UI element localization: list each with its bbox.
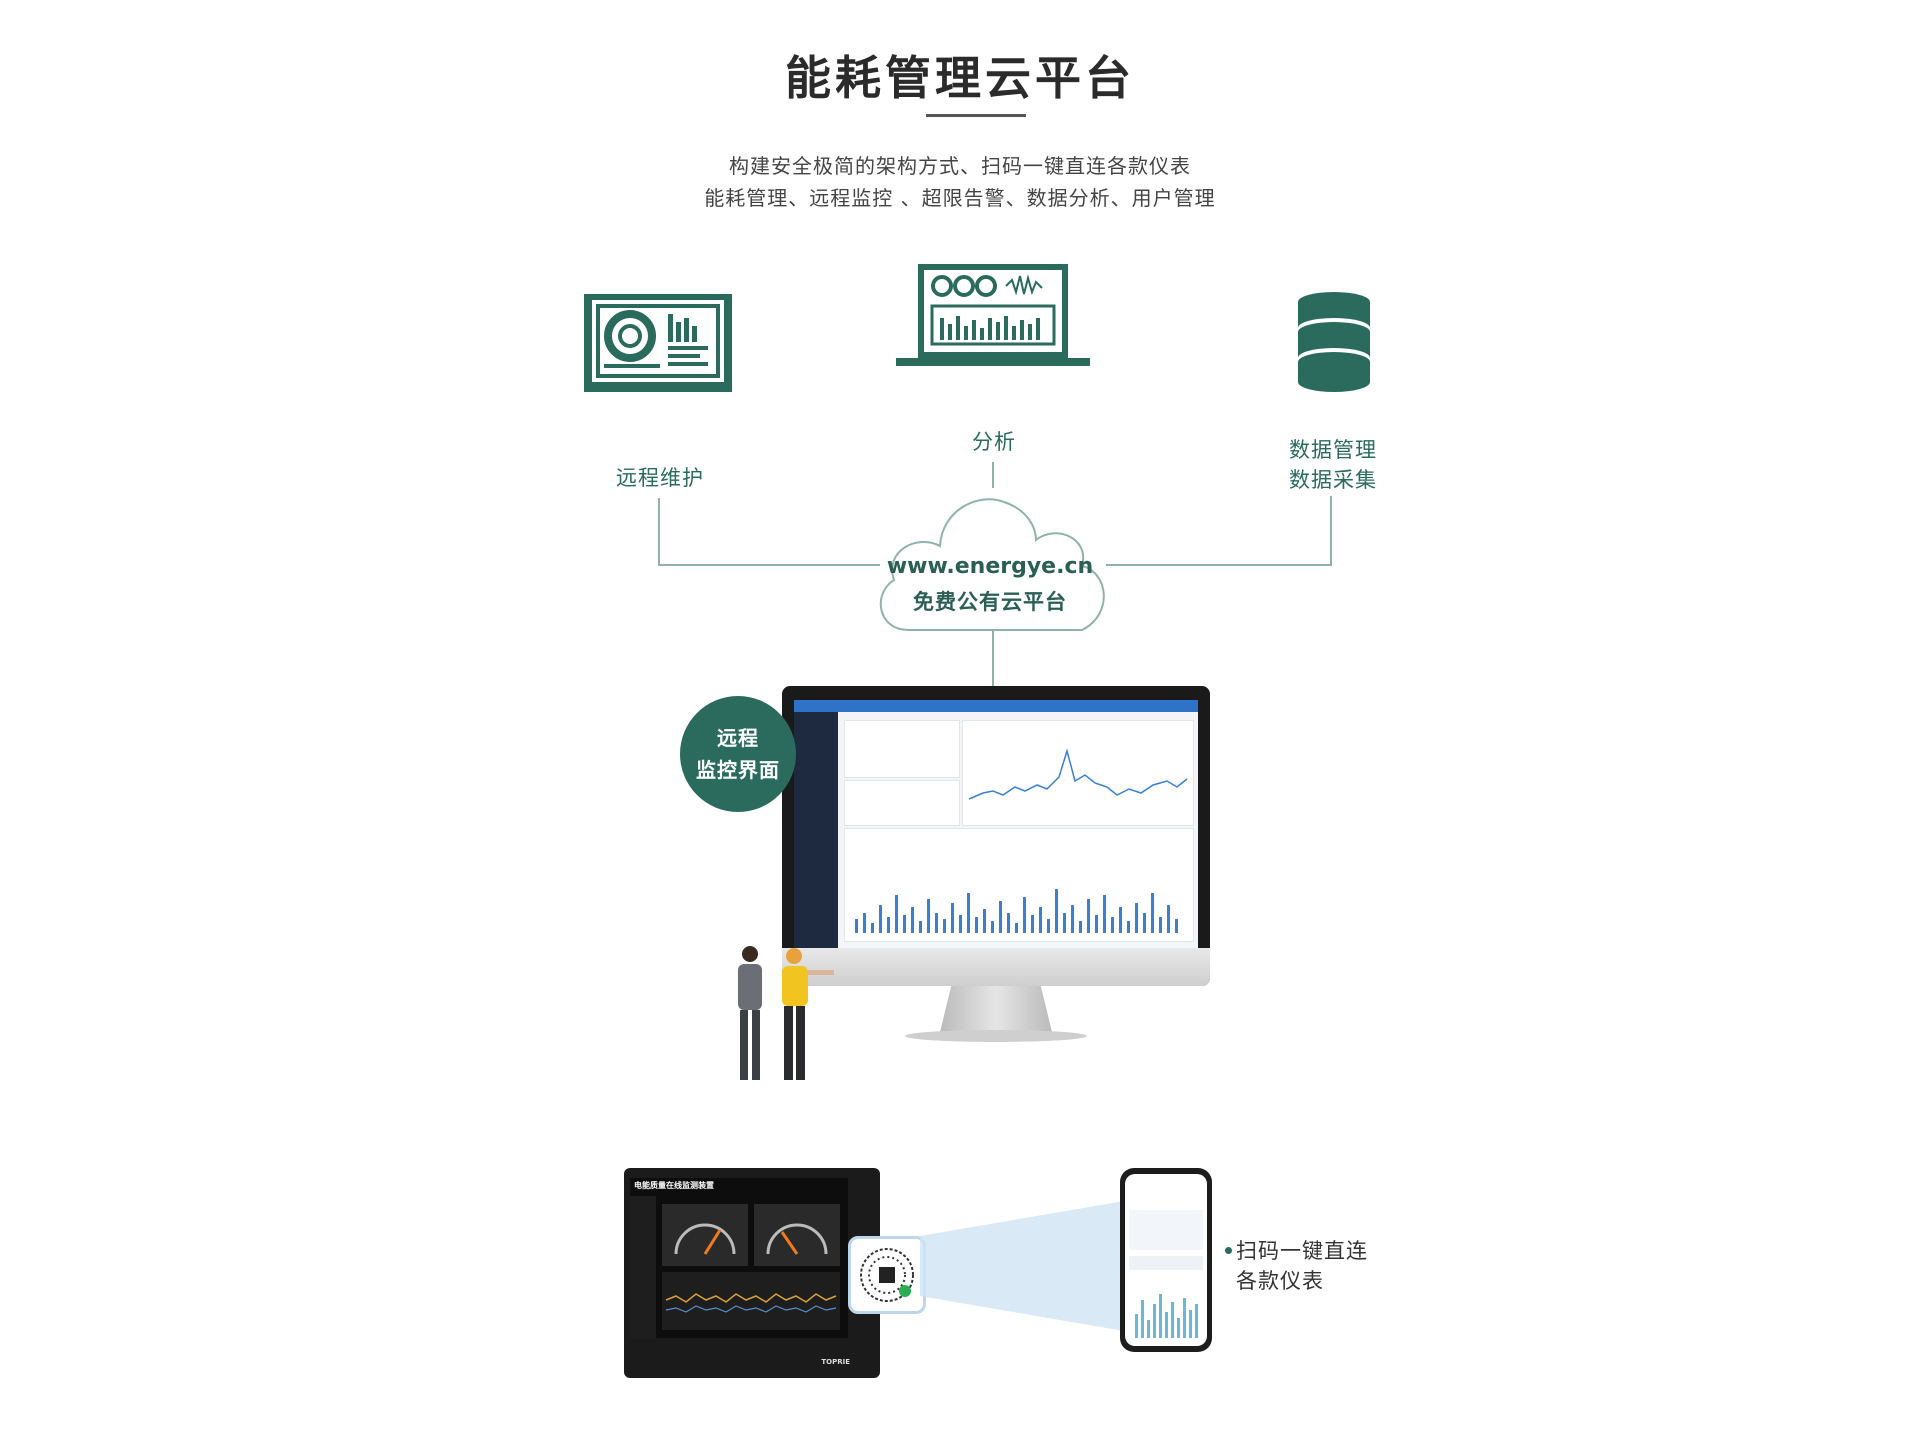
- laptop-chart-icon: [896, 264, 1090, 366]
- bullet-dot: [1225, 1247, 1232, 1254]
- cloud-icon: [879, 498, 1105, 631]
- monitor-base: [905, 1030, 1087, 1042]
- bar-chart: [855, 889, 1178, 933]
- connector-left-horizontal: [658, 564, 880, 566]
- qr-code-icon: [860, 1248, 914, 1302]
- monitor-chin: [782, 948, 1210, 986]
- label-data-management: 数据管理: [1289, 438, 1377, 462]
- dashboard-panel-values: [844, 780, 960, 826]
- device-screen: 电能质量在线监测装置: [630, 1178, 848, 1338]
- smartphone: [1120, 1168, 1212, 1352]
- power-quality-device: 电能质量在线监测装置 TOPRIE: [624, 1168, 880, 1378]
- scan-beam: [920, 1200, 1130, 1332]
- connector-bottom-vertical: [992, 630, 994, 688]
- connector-left-vertical: [658, 498, 660, 564]
- phone-app-chart: [1129, 1210, 1203, 1338]
- cloud-caption: 免费公有云平台: [913, 590, 1067, 614]
- subtitle-line-2: 能耗管理、远程监控 、超限告警、数据分析、用户管理: [704, 186, 1216, 210]
- badge-line-1: 远程: [717, 726, 759, 750]
- device-header: 电能质量在线监测装置: [634, 1181, 714, 1190]
- dashboard-panel-trend: [962, 720, 1194, 826]
- database-icon: [1298, 292, 1370, 392]
- dashboard-sidebar: [794, 712, 838, 948]
- scan-line-2: 各款仪表: [1236, 1269, 1324, 1293]
- monitor-screen: [794, 700, 1198, 948]
- connector-right-vertical: [1330, 496, 1332, 564]
- device-menu: [630, 1196, 656, 1338]
- monitor-stand: [940, 986, 1052, 1032]
- dashboard-topbar: [794, 700, 1198, 712]
- page-title: 能耗管理云平台: [785, 51, 1135, 105]
- label-data-collection: 数据采集: [1289, 468, 1377, 492]
- scan-caption: 扫码一键直连 各款仪表: [1236, 1236, 1368, 1296]
- cloud-url[interactable]: www.energye.cn: [886, 554, 1094, 579]
- device-brand: TOPRIE: [821, 1358, 850, 1366]
- dashboard-panel-info: [844, 720, 960, 778]
- connector-right-horizontal: [1106, 564, 1332, 566]
- badge-line-2: 监控界面: [696, 758, 780, 782]
- monitor: [782, 686, 1210, 986]
- phone-screen: [1125, 1174, 1207, 1346]
- device-gauges: [662, 1204, 840, 1330]
- subtitle-line-1: 构建安全极简的架构方式、扫码一键直连各款仪表: [729, 154, 1191, 178]
- label-remote-maintenance: 远程维护: [616, 466, 704, 490]
- remote-monitor-badge: 远程 监控界面: [680, 696, 796, 812]
- connector-top-vertical: [992, 462, 994, 488]
- qr-code[interactable]: [848, 1236, 926, 1314]
- dashboard-panel-bars: [844, 828, 1194, 942]
- dashboard-board-icon: [584, 294, 732, 392]
- engineers-illustration: [738, 946, 834, 1080]
- trend-line-chart: [968, 748, 1188, 800]
- title-divider: [926, 114, 1026, 117]
- label-analysis: 分析: [972, 430, 1016, 454]
- scan-line-1: 扫码一键直连: [1236, 1239, 1368, 1263]
